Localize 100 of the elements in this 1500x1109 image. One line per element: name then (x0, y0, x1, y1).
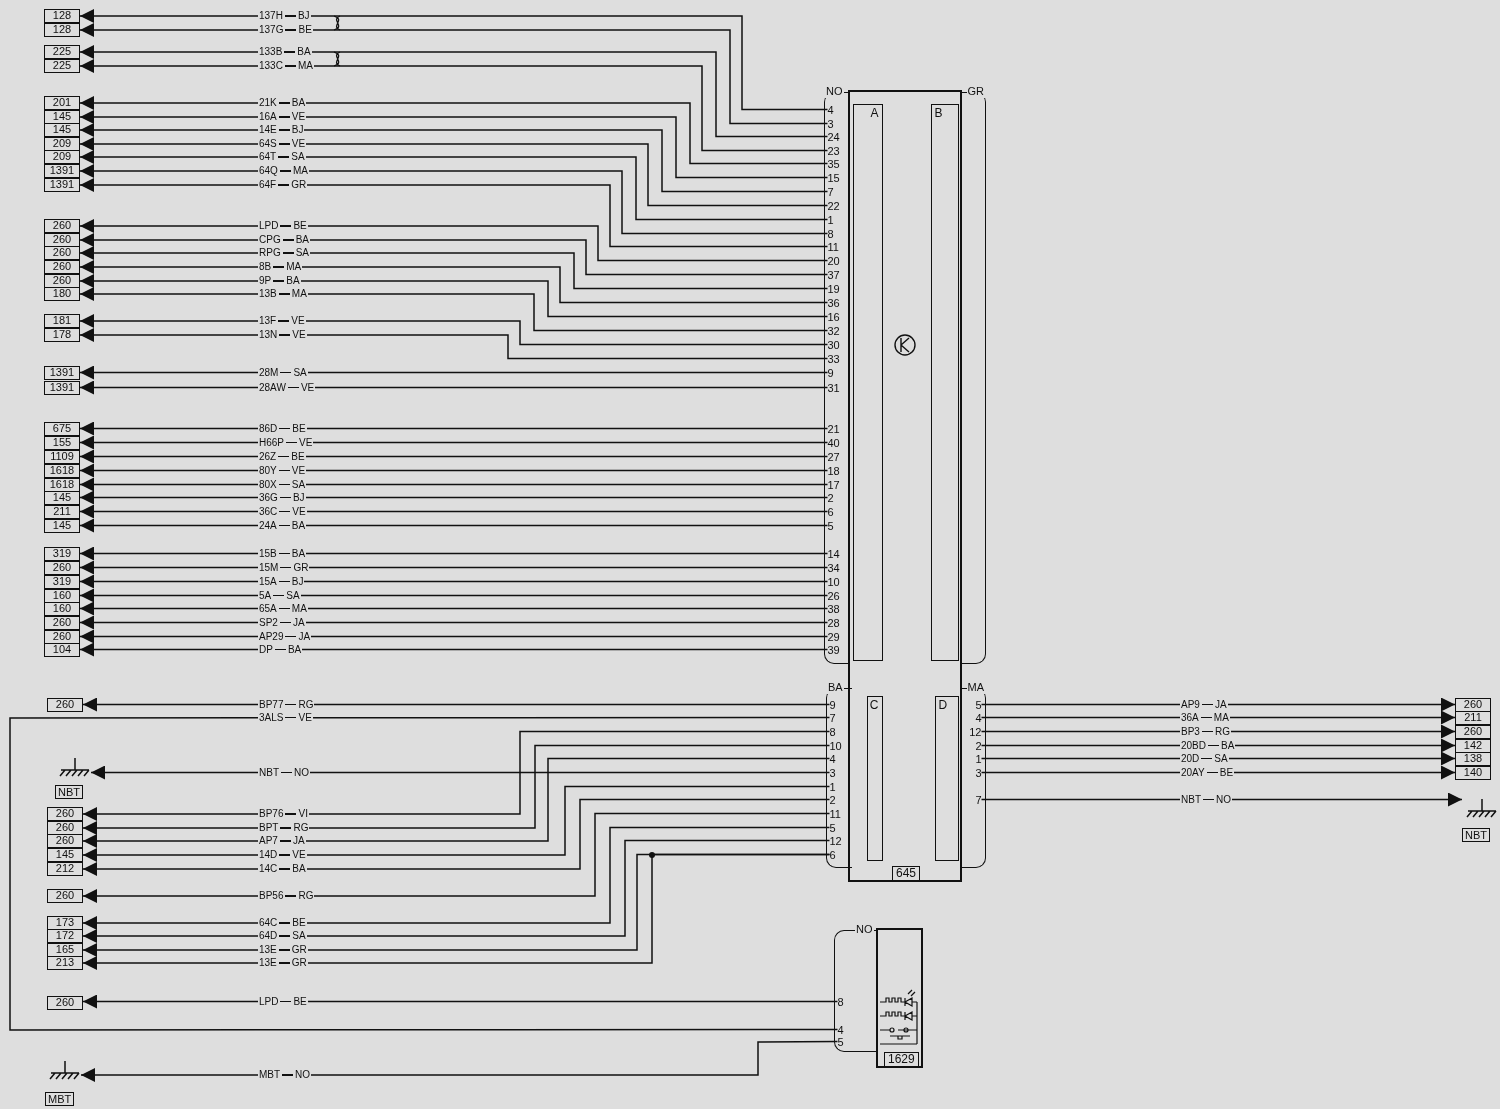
pin-number: 19 (827, 281, 846, 296)
wire (79, 504, 829, 519)
terminal-cell: 260 (44, 561, 80, 575)
pin-number: 16 (827, 309, 846, 324)
wire-label: 28AW VE (258, 381, 316, 394)
wire-label: LPD BE (258, 220, 308, 232)
terminal-cell: 260 (44, 274, 80, 288)
terminal-cell: 104 (44, 643, 80, 657)
pin-number: 10 (827, 574, 846, 589)
wire-label: SP2 JA (258, 616, 306, 629)
wire (79, 178, 829, 248)
wire-label: 133B BA (258, 46, 312, 58)
wire-label: 14E BJ (258, 124, 305, 136)
terminal-cell: 145 (47, 848, 83, 862)
pin-number: 24 (827, 129, 846, 144)
wire (79, 449, 829, 464)
wire-label: H66P VE (258, 436, 314, 449)
wire-label: BP56 RG (258, 890, 315, 902)
terminal-cell: 155 (44, 436, 80, 450)
connector-color: NO (825, 85, 844, 98)
pin-number: 38 (827, 601, 846, 616)
terminal-cell: 178 (44, 328, 80, 342)
wire (79, 642, 829, 657)
wire (82, 697, 831, 712)
terminal-cell: 260 (47, 996, 83, 1010)
wire-label: 13B MA (258, 288, 308, 300)
wire-label: 64Q MA (258, 165, 309, 177)
wire-label: 13N VE (258, 329, 307, 341)
pin-number: 6 (829, 847, 848, 862)
terminal-cell: 180 (44, 287, 80, 301)
ground-label: NBT (1462, 828, 1490, 842)
pin-number: 12 (829, 833, 848, 848)
wire-label: 8B MA (258, 261, 303, 273)
wire-label: 14C BA (258, 863, 307, 875)
terminal-cell: 1391 (44, 366, 80, 380)
wire (79, 518, 829, 533)
ground-label: MBT (45, 1092, 75, 1106)
pin-number: 1 (963, 751, 982, 766)
wire-label: 20D SA (1180, 752, 1229, 765)
wire-label: 14D VE (258, 849, 307, 861)
terminal-cell: 212 (47, 862, 83, 876)
pin-number: 8 (837, 994, 854, 1009)
wire (79, 137, 829, 207)
terminal-cell: 160 (44, 589, 80, 603)
terminal-cell: 1391 (44, 164, 80, 178)
terminal-cell: 1618 (44, 478, 80, 492)
pin-number: 3 (963, 765, 982, 780)
wire (82, 812, 831, 903)
terminal-cell: 260 (47, 807, 83, 821)
wire (79, 45, 829, 138)
component-outline (876, 928, 923, 1068)
terminal-cell: 1618 (44, 464, 80, 478)
wire (82, 839, 831, 943)
terminal-cell: 145 (44, 110, 80, 124)
connector-letter: B (934, 106, 943, 120)
wire (79, 59, 829, 152)
pin-number: 10 (829, 738, 848, 753)
terminal-cell: 181 (44, 314, 80, 328)
connector-letter: A (870, 106, 879, 120)
pin-number: 3 (829, 765, 848, 780)
wire (79, 435, 829, 450)
wire-label: AP9 JA (1180, 698, 1228, 711)
wire (79, 96, 829, 165)
pin-number: 40 (827, 435, 846, 450)
pin-number: 9 (829, 697, 848, 712)
wire (82, 826, 831, 930)
wire (79, 164, 829, 235)
terminal-cell: 213 (47, 956, 83, 970)
wire-label: DP BA (258, 643, 303, 656)
connector-color: MA (966, 681, 985, 694)
terminal-cell: 260 (1455, 725, 1491, 739)
terminal-cell: 260 (44, 260, 80, 274)
terminal-cell: 138 (1455, 752, 1491, 766)
pin-number: 26 (827, 588, 846, 603)
pin-number: 35 (827, 156, 846, 171)
pin-number: 1 (827, 212, 846, 227)
wire (79, 463, 829, 478)
wire-label: 13F VE (258, 315, 306, 327)
wire (79, 219, 829, 262)
wire-label: 36G BJ (258, 491, 306, 504)
ground-label: NBT (55, 785, 83, 799)
terminal-cell: 319 (44, 575, 80, 589)
terminal-cell: 209 (44, 137, 80, 151)
terminal-cell: 128 (44, 9, 80, 23)
wire-label: 3ALS VE (258, 711, 313, 724)
wire (79, 23, 829, 125)
pin-number: 7 (963, 792, 982, 807)
pin-number: 2 (827, 490, 846, 505)
wire-label: BP3 RG (1180, 725, 1231, 738)
wire (82, 757, 831, 848)
pin-number: 4 (827, 102, 846, 117)
wire (980, 792, 1463, 807)
terminal-cell: 260 (44, 630, 80, 644)
connector-block (934, 695, 959, 861)
wire-label: 64C BE (258, 917, 307, 929)
pin-number: 22 (827, 198, 846, 213)
pin-number: 2 (963, 738, 982, 753)
pin-number: 31 (827, 380, 846, 395)
terminal-cell: 260 (44, 246, 80, 260)
wire-label: 64T SA (258, 151, 306, 163)
